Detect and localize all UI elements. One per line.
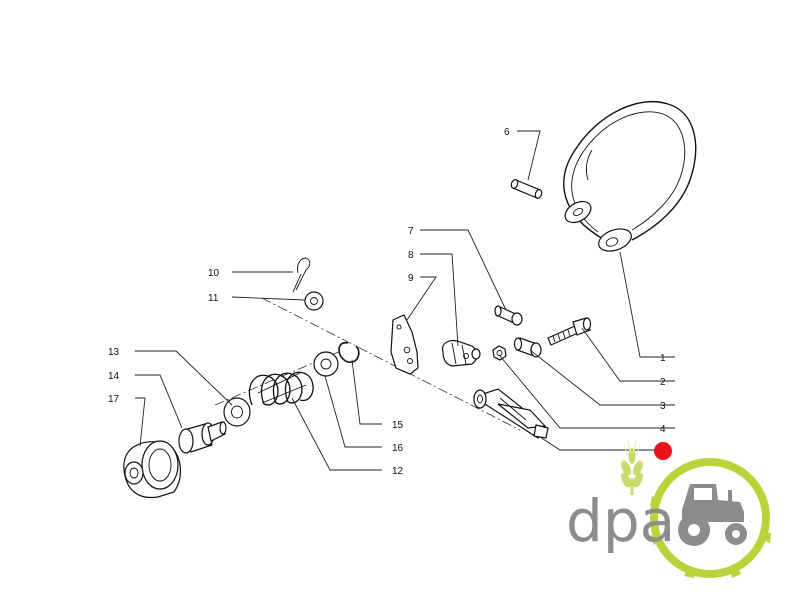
red-marker-dot: [654, 442, 672, 460]
part-14-plunger: [178, 421, 227, 454]
callout-2: 2: [660, 377, 666, 388]
dpa-watermark-logo: dpa: [566, 439, 771, 578]
part-3-roller: [513, 337, 542, 358]
callout-16: 16: [392, 443, 404, 454]
callout-15: 15: [392, 420, 404, 431]
tractor-gear-icon: [650, 458, 771, 578]
dpa-logo-text: dpa: [566, 487, 675, 555]
callout-8: 8: [408, 250, 414, 261]
callout-13: 13: [108, 347, 120, 358]
callout-9: 9: [408, 273, 414, 284]
rod-assembly: [472, 388, 549, 439]
callout-17: 17: [108, 394, 120, 405]
part-9-lever: [390, 314, 419, 375]
part-10-split-pin: [292, 257, 311, 293]
part-17-cap: [123, 440, 181, 499]
part-2-bolt: [547, 317, 592, 346]
part-6-pin: [510, 179, 543, 199]
callout-14: 14: [108, 371, 120, 382]
part-8-clevis: [441, 339, 481, 367]
assembly-axis: [261, 297, 521, 431]
callout-12: 12: [392, 466, 404, 477]
callout-3: 3: [660, 401, 666, 412]
callout-7: 7: [408, 226, 414, 237]
callout-10: 10: [208, 268, 220, 279]
part-13-washer: [223, 397, 251, 427]
part-7-pin: [494, 305, 523, 326]
assembly-axis-2: [214, 344, 356, 406]
callout-1: 1: [660, 353, 666, 364]
callout-6: 6: [504, 127, 510, 138]
part-16-washer: [313, 351, 339, 377]
callout-4: 4: [660, 424, 666, 435]
part-1-clamp-ring: [563, 100, 697, 252]
wheat-icon: [621, 439, 643, 495]
part-4-nut: [492, 345, 507, 361]
callout-11: 11: [208, 293, 219, 304]
part-11-washer: [304, 291, 324, 311]
leader-lines: [135, 130, 675, 471]
part-15-circlip: [338, 341, 360, 363]
part-12-spring: [248, 371, 314, 406]
